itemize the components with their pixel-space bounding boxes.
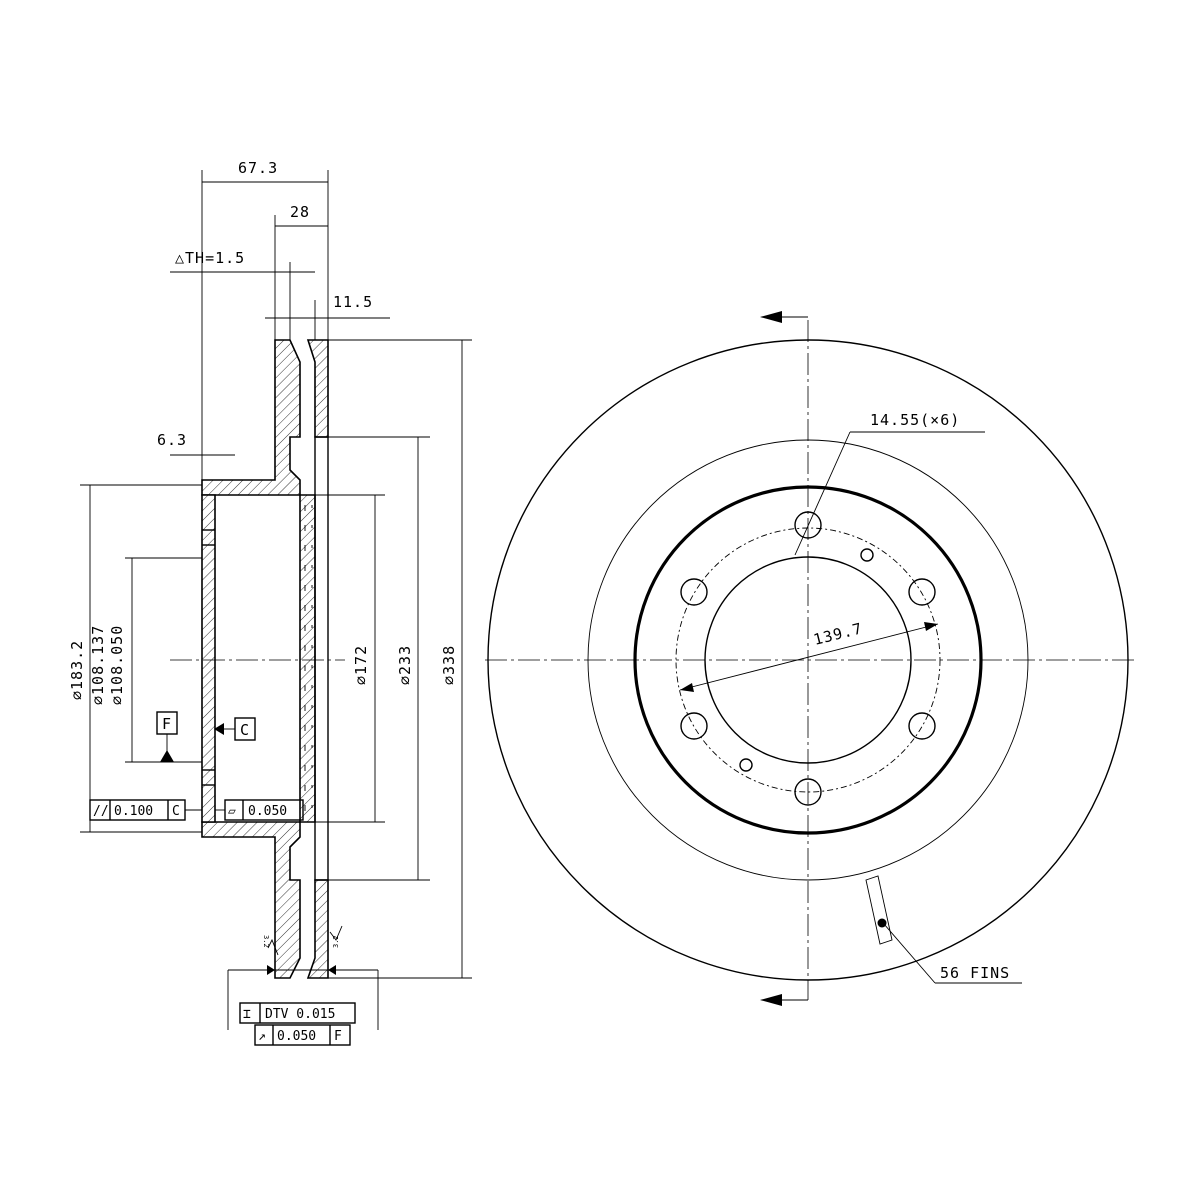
svg-text:0.050: 0.050 [248,804,287,819]
svg-text:DTV 0.015: DTV 0.015 [265,1007,335,1022]
dim-overall-width: 67.3 [238,159,278,177]
svg-text:3.2: 3.2 [332,935,340,948]
svg-text:F: F [162,715,172,733]
bottom-leader [227,965,379,1030]
hat-flange-section [299,494,316,823]
bolt-hole-note: 14.55(×6) [870,411,960,429]
tol-dtv-frame: ⌶ DTV 0.015 [239,1002,356,1024]
svg-text:C: C [172,804,180,819]
rotation-arrow-bottom [760,994,808,1006]
dim-center-bore-max: ∅108.137 [89,625,107,705]
left-friction-ring [201,339,301,496]
svg-text:↗: ↗ [258,1029,266,1044]
dim-hat-outer-dia: ∅183.2 [68,640,86,700]
bolt-holes [680,511,936,806]
dim-thickness-variation: △TH=1.5 [175,249,245,267]
tol-parallelism-frame: // 0.100 C [89,799,202,821]
dim-hub-height: 28 [290,203,310,221]
hat-outer [633,485,983,835]
right-friction-ring [306,339,329,438]
hat-wall-section [201,494,216,823]
svg-text:⌶: ⌶ [243,1007,251,1022]
left-friction-ring-lower [201,821,301,979]
svg-text:C: C [240,721,250,739]
fins-note: 56 FINS [940,964,1010,982]
outer-rim [487,339,1129,981]
left-vertical-dimensions [80,484,202,833]
rotation-arrow-top [760,311,808,323]
svg-text://: // [93,804,109,819]
dim-vent-dia: ∅233 [396,645,414,685]
surface-finish-right: 3.2 [329,925,343,948]
tol-runout-frame: ↗ 0.050 F [254,1024,351,1046]
datum-c: C [214,717,256,741]
side-section-view: 67.3 28 △TH=1.5 11.5 6.3 ∅183.2 ∅108.137… [68,159,472,1046]
top-dimensions [170,170,390,480]
right-vertical-dimensions [315,339,472,979]
dim-hat-wall: 6.3 [157,431,187,449]
vent-column [314,436,329,881]
datum-f: F [156,711,178,762]
svg-text:0.100: 0.100 [114,804,153,819]
locator-holes [739,548,874,772]
svg-text:3.2: 3.2 [262,935,270,948]
fin-slot [865,875,893,945]
center-bore [704,556,912,764]
front-view: 14.55(×6) 139.7 56 FINS [485,311,1135,1006]
tol-flatness-frame: ▱ 0.050 [215,799,304,821]
svg-text:F: F [334,1029,342,1044]
svg-text:0.050: 0.050 [277,1029,316,1044]
pcd-circle [675,527,941,793]
bore-features [202,529,215,786]
svg-text:▱: ▱ [228,804,236,819]
dim-center-bore-min: ∅108.050 [108,625,126,705]
dim-rotor-thickness: 11.5 [333,293,373,311]
vent-circle [587,439,1029,881]
dim-outer-dia: ∅338 [440,645,458,685]
surface-finish-left: 3.2 [262,935,279,956]
dim-inner-friction-dia: ∅172 [352,645,370,685]
right-friction-ring-lower [306,879,329,979]
